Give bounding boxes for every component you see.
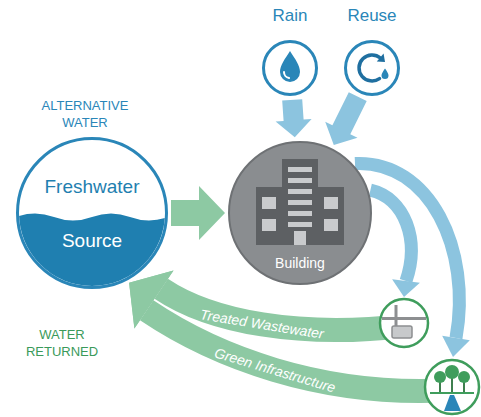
flow-arrow (325, 92, 367, 145)
reuse-source-outline (344, 40, 400, 96)
building-hub: Building (228, 141, 372, 285)
wing-window (262, 219, 276, 231)
ground-line (382, 317, 426, 320)
window-band (288, 178, 312, 183)
building-door (294, 231, 306, 245)
icon-ring (346, 42, 399, 95)
source-ring (18, 139, 167, 288)
return-arrowhead (129, 271, 173, 329)
building-wing (256, 187, 282, 245)
flow-connector (171, 186, 225, 240)
treated-wastewater-icon (380, 299, 428, 347)
window-band (288, 211, 312, 216)
recycle-arc (359, 55, 380, 81)
flow-arrow (276, 99, 312, 137)
drop-highlight (284, 72, 289, 78)
source-heading: Reuse (314, 6, 430, 26)
window-band (288, 222, 312, 227)
ground-line (430, 392, 474, 394)
freshwater-source: FreshwaterSource (16, 137, 168, 289)
building-label: Building (198, 253, 402, 273)
wing-window (324, 197, 338, 209)
outflow-arrow (370, 190, 411, 281)
window-band (288, 167, 312, 172)
source-title: Freshwater (0, 177, 198, 197)
flow-arrow (171, 186, 225, 240)
rain-source: Rain (262, 40, 318, 96)
window-band (288, 200, 312, 205)
outflow-arrowhead (442, 336, 470, 357)
icon-ring (380, 299, 428, 347)
rain-source-outline (262, 40, 318, 96)
source-subtitle: Source (0, 231, 198, 251)
wing-window (324, 219, 338, 231)
freshwater-source-outline (16, 137, 168, 289)
raindrop-symbol (280, 51, 300, 82)
section-label: ALTERNATIVE WATER (37, 97, 133, 131)
tree-crown (445, 365, 459, 379)
channel-symbol (444, 395, 461, 411)
reuse-source: Reuse (344, 40, 400, 96)
flow-connector (276, 99, 312, 137)
source-heading: Rain (232, 6, 348, 26)
building-wing (318, 187, 344, 245)
tree-crown (458, 371, 470, 383)
flow-connector (325, 92, 367, 145)
green-infrastructure-icon (425, 360, 479, 414)
window-band (288, 189, 312, 194)
water-body (16, 214, 168, 290)
wing-window (262, 197, 276, 209)
outflow-arrowhead (392, 279, 420, 297)
tank-symbol (392, 326, 412, 338)
pipe-symbol (395, 305, 398, 327)
section-label: WATER RETURNED (22, 326, 102, 360)
building-tower (282, 159, 318, 245)
recycle-arrowhead (377, 54, 385, 62)
tree-crown (434, 371, 446, 383)
icon-ring (425, 360, 479, 414)
reuse-drop (382, 69, 389, 80)
icon-ring (264, 42, 317, 95)
